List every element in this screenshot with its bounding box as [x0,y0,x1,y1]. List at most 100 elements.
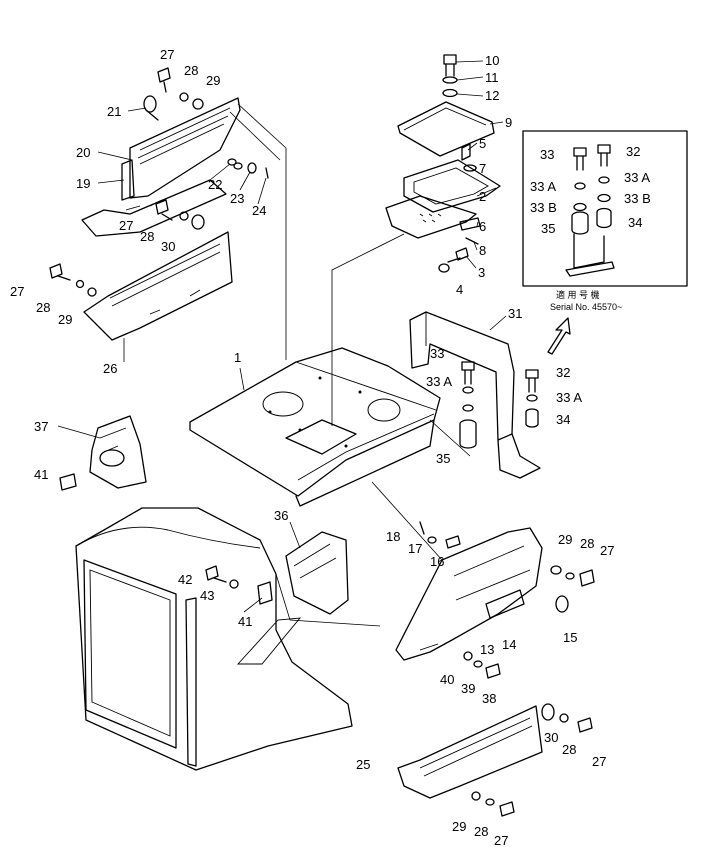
callout-33A-guard-right: 33 A [556,390,582,405]
callout-35-inset: 35 [541,221,555,236]
callout-35-guard: 35 [436,451,450,466]
washer-43 [229,579,239,589]
washer-12 [442,88,458,98]
washer-29-left [87,287,97,297]
washer-29-top [192,98,204,110]
guard-31 [409,311,541,479]
callout-40: 40 [440,672,454,687]
callout-30-low: 30 [544,730,558,745]
arrow-serial [547,317,571,355]
hardware-27-right [550,565,595,587]
washer-17 [427,536,437,544]
callout-3: 3 [478,265,485,280]
callout-28-left: 28 [36,300,50,315]
callout-33A-inset-right: 33 A [624,170,650,185]
cab-body [75,507,353,771]
callout-14: 14 [502,637,516,652]
side-cover-19 [81,97,241,237]
callout-33-inset: 33 [540,147,554,162]
washer-4 [438,263,450,273]
callout-27-left: 27 [10,284,24,299]
top-panel-1 [189,347,441,507]
callout-39: 39 [461,681,475,696]
callout-29-left: 29 [58,312,72,327]
callout-4: 4 [456,282,463,297]
callout-labels: 10 11 12 9 5 7 2 6 8 3 4 27 28 29 21 20 … [10,47,651,847]
callout-33A-inset-left: 33 A [530,179,556,194]
callout-27-mid: 27 [119,218,133,233]
callout-33B-inset-left: 33 B [530,200,557,215]
callout-33-guard: 33 [430,346,444,361]
callout-25: 25 [356,757,370,772]
inset-hardware [565,144,615,277]
callout-28-top: 28 [184,63,198,78]
callout-28-mid: 28 [140,229,154,244]
callout-27-right: 27 [600,543,614,558]
callout-11: 11 [485,70,499,85]
side-cover-25 [397,705,543,799]
callout-34-inset: 34 [628,215,642,230]
callout-21: 21 [107,104,121,119]
callout-27-top: 27 [160,47,174,62]
callout-34-guard: 34 [556,412,570,427]
knob-15 [555,595,569,613]
bolt-16 [445,535,461,549]
callout-29-top: 29 [206,73,220,88]
callout-33A-guard-left: 33 A [426,374,452,389]
frame-2 [385,159,501,239]
hardware-38 [463,651,501,679]
callout-37: 37 [34,419,48,434]
bolt-27-left [49,263,71,281]
side-cover-26 [83,231,233,341]
callout-28-low: 28 [562,742,576,757]
assembly-lines [229,103,471,627]
washer-28-left [75,279,85,289]
serial-note-jp: 適 用 号 機 [556,289,600,300]
bolt-10 [443,54,457,77]
washer-30-mid [191,214,205,230]
callout-22: 22 [208,177,222,192]
callout-8: 8 [479,243,486,258]
cover-plate-9 [397,101,495,157]
callout-32-guard: 32 [556,365,570,380]
callout-13: 13 [480,642,494,657]
clip-41-right [257,581,273,605]
washer-28-top [179,92,189,102]
plate-6 [459,217,481,231]
washer-28-low [559,713,569,723]
side-cover-13 [395,527,543,661]
callout-38: 38 [482,691,496,706]
knob-21 [143,95,159,121]
callout-28-bottom: 28 [474,824,488,839]
bolt-42 [205,565,227,583]
callout-31: 31 [508,306,522,321]
pin-8 [465,237,479,245]
washer-28-mid [179,211,189,221]
bolts-22 [227,158,243,170]
bracket-37 [89,415,147,489]
leader-lines [57,60,507,613]
serial-note-number: Serial No. 45570~ [550,302,622,312]
callout-29-bottom: 29 [452,819,466,834]
callout-9: 9 [505,115,512,130]
callout-15: 15 [563,630,577,645]
callout-41-left: 41 [34,467,48,482]
guard-hardware [459,361,539,449]
callout-20: 20 [76,145,90,160]
callout-27-bottom: 27 [494,833,508,847]
bolt-27-mid [155,199,173,221]
callout-26: 26 [103,361,117,376]
callout-18: 18 [386,529,400,544]
callout-7: 7 [479,161,486,176]
washer-30-low [541,703,555,721]
clip-41-left [59,473,77,491]
callout-16: 16 [430,554,444,569]
callout-33B-inset-right: 33 B [624,191,651,206]
callout-6: 6 [479,219,486,234]
bolt-3 [447,247,469,263]
callout-42: 42 [178,572,192,587]
callout-27-low: 27 [592,754,606,769]
callout-43: 43 [200,588,214,603]
callout-36: 36 [274,508,288,523]
